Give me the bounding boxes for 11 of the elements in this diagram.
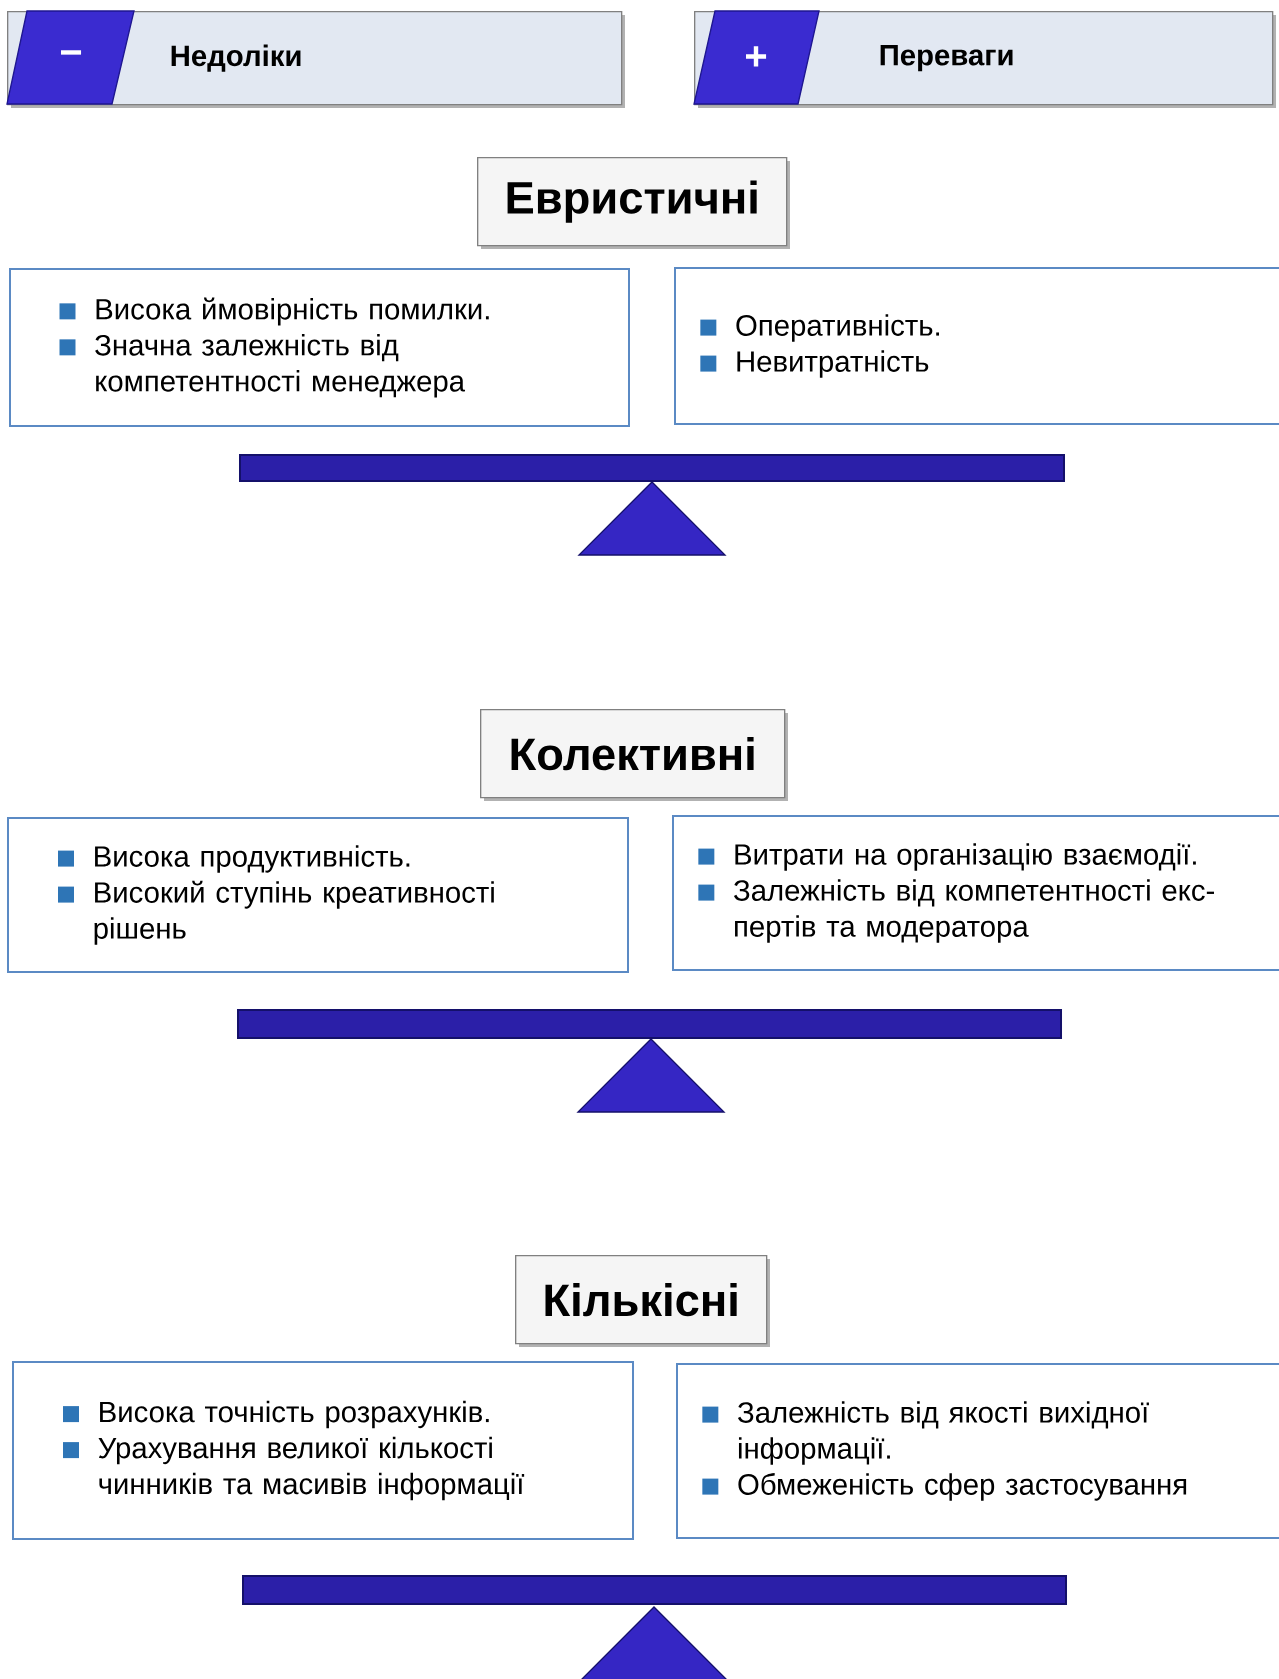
text-box: Висока продуктивність. Високий ступінь креативності рішень xyxy=(7,817,629,973)
sign-tab: + xyxy=(693,10,820,105)
text-box: Витрати на організацію взаємодії. Залежність від компетентності екс-пертів та модератора xyxy=(672,815,1279,971)
text-box: Залежність від якості вихідної інформації. Обмеженість сфер застосування xyxy=(676,1363,1279,1539)
title-box: Колективні xyxy=(480,709,788,801)
title-box: Евристичні xyxy=(477,157,790,249)
title-box: Кількісні xyxy=(515,1255,770,1347)
sign-tab: − xyxy=(6,10,135,105)
text-box: Висока точність розрахунків. Урахування великої кількості чинників та масивів інформації xyxy=(12,1361,634,1540)
text-box: Оперативність. Невитратність xyxy=(674,267,1279,425)
text-box: Висока ймовірність помилки. Значна залежність від компетентності менеджера xyxy=(9,268,630,427)
